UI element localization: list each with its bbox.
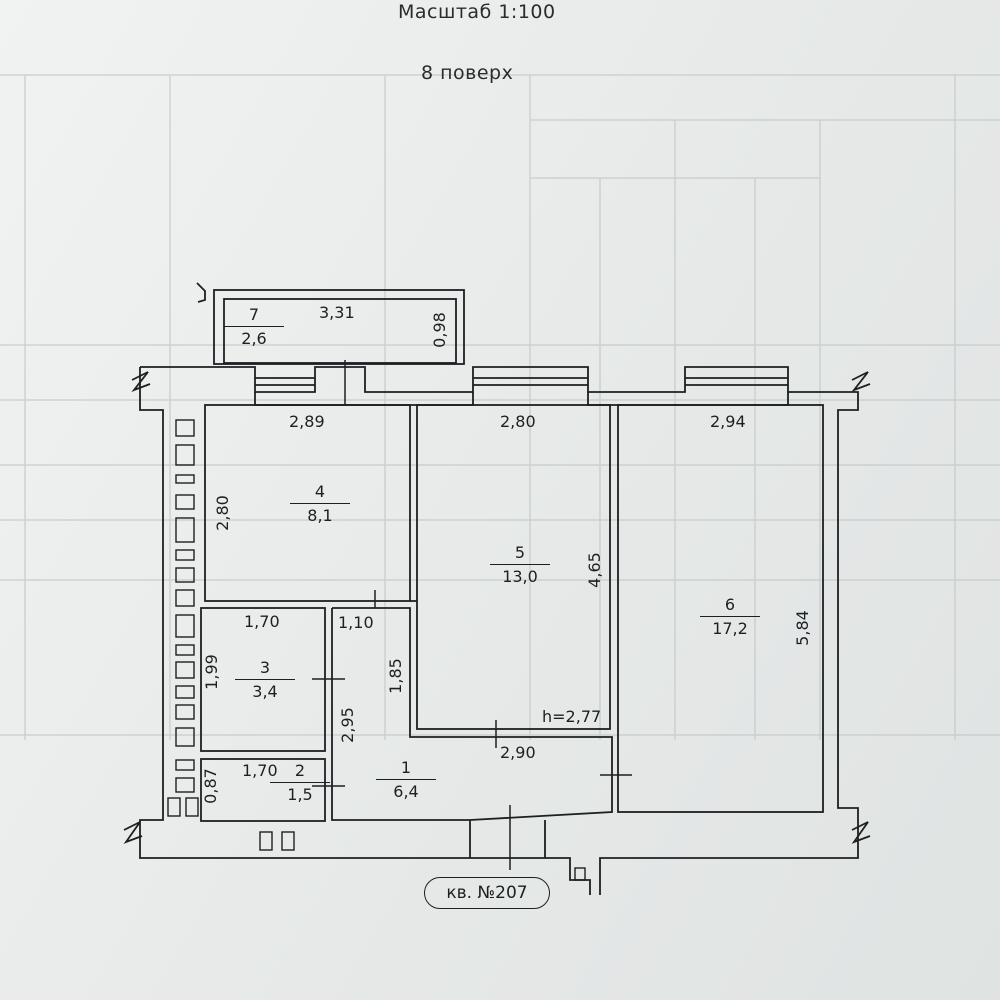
ceiling-height: h=2,77 [542,707,602,726]
room-number: 7 [248,305,260,324]
room-number: 5 [514,543,526,562]
room-area: 8,1 [290,503,350,524]
room-label-1: 1 6,4 [376,760,436,800]
door-marks [312,360,632,870]
room-label-7: 7 2,6 [224,307,284,347]
room-2-outline [200,758,326,822]
dim-room3-width: 1,70 [244,612,280,631]
room-area: 6,4 [376,779,436,800]
room-label-6: 6 17,2 [700,597,760,637]
break-marks [123,371,871,844]
room-area: 3,4 [235,679,295,700]
dim-room2-depth: 0,87 [200,768,220,804]
dim-corridor-width: 1,10 [338,613,374,632]
room-area: 2,6 [224,326,284,347]
dim-room3-depth: 1,99 [201,654,221,690]
room-6-outline [617,404,824,813]
dim-room4-depth: 2,80 [212,495,232,531]
dim-corridor-depth: 1,85 [385,658,405,694]
room-number: 3 [259,658,271,677]
room-label-4: 4 8,1 [290,484,350,524]
room-label-2: 2 1,5 [270,763,330,803]
room-area: 13,0 [490,564,550,585]
room-number: 4 [314,482,326,501]
balcony-outline [196,282,465,365]
room-label-3: 3 3,4 [235,660,295,700]
dim-room6-depth: 5,84 [792,610,812,646]
dim-balcony-depth: 0,98 [429,312,449,348]
scale-label: Масштаб 1:100 [398,1,556,23]
dim-hall-width: 2,90 [500,743,536,762]
room-number: 6 [724,595,736,614]
room-number: 1 [400,758,412,777]
room-number: 2 [294,761,306,780]
ventilation-shafts [167,419,586,881]
dim-room4-width: 2,89 [289,412,325,431]
floor-label: 8 поверх [421,62,514,84]
room-4-outline [204,404,411,602]
room-5-outline [416,404,611,730]
apartment-number-label: кв. №207 [424,877,550,909]
room-label-5: 5 13,0 [490,545,550,585]
room-area: 17,2 [700,616,760,637]
dim-room6-width: 2,94 [710,412,746,431]
dim-room5-depth: 4,65 [584,552,604,588]
dim-room5-width: 2,80 [500,412,536,431]
dim-room2-width: 1,70 [242,761,278,780]
room-area: 1,5 [270,782,330,803]
dim-balcony-width: 3,31 [319,303,355,322]
dim-hall-depth: 2,95 [337,707,357,743]
